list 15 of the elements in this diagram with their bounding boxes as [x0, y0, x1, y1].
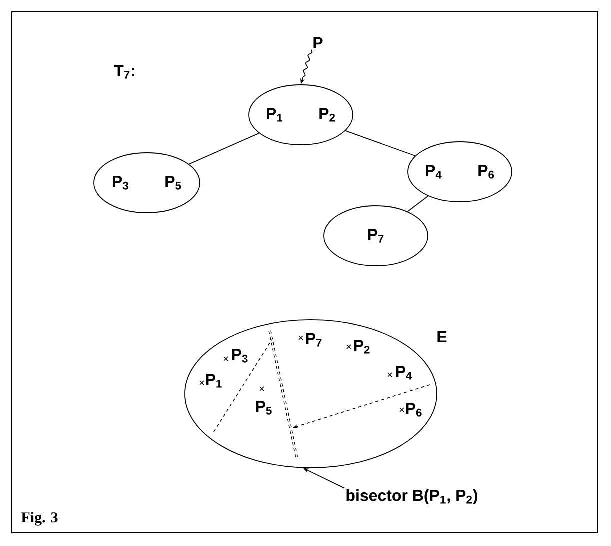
point-label: P$_{2}$	[354, 340, 370, 354]
tree-edge	[345, 130, 416, 156]
tree-title: T$_{7}$:	[114, 65, 134, 79]
point-label: P$_{7}$	[306, 333, 322, 347]
node-label: E	[438, 331, 447, 342]
tree-edge	[407, 196, 429, 212]
node-label: bisector B(P$_{1}$, P$_{2}$)	[346, 490, 478, 504]
point-label: P$_{1}$	[206, 374, 222, 388]
caption: Fig. 3	[21, 512, 58, 526]
node-label: P	[314, 37, 323, 48]
point-label: P$_{5}$	[256, 401, 272, 415]
point-label: P$_{6}$	[406, 403, 422, 417]
point-label: P$_{3}$	[232, 349, 248, 363]
point-label: P$_{4}$	[396, 366, 412, 380]
tree-edge	[188, 132, 260, 165]
